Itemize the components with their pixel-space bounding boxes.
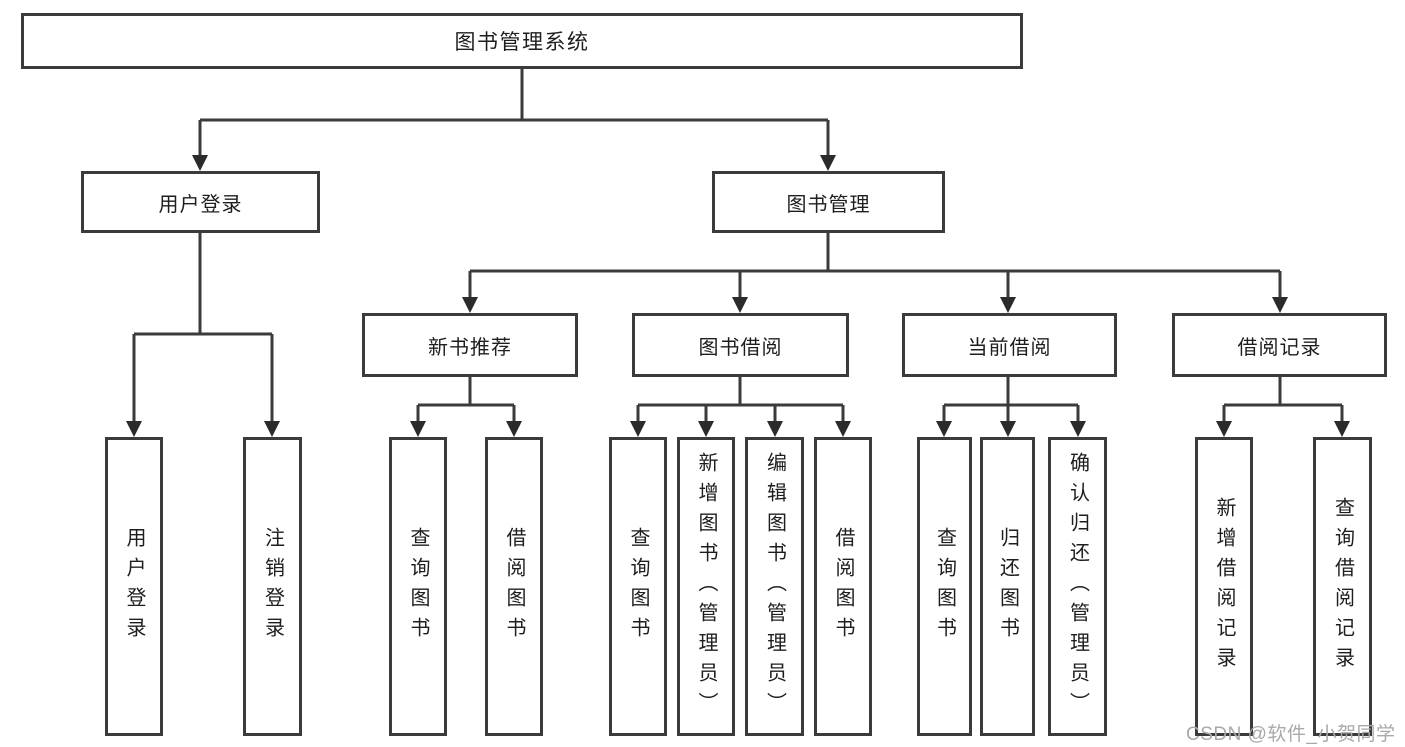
connector-line <box>1222 377 1344 424</box>
node-label: 借阅图书 <box>832 526 854 647</box>
arrowhead-down-icon <box>732 297 748 313</box>
leaf-user-login: 用户登录 <box>105 437 163 736</box>
connector-line <box>468 233 1282 300</box>
arrowhead-down-icon <box>126 421 142 437</box>
node-book-borrowing: 图书借阅 <box>632 313 849 377</box>
node-label: 借阅图书 <box>503 526 525 647</box>
node-label: 编辑图书（管理员） <box>763 451 786 722</box>
arrowhead-down-icon <box>264 421 280 437</box>
leaf-current-return-books: 归还图书 <box>980 437 1035 736</box>
arrowhead-down-icon <box>506 421 522 437</box>
leaf-current-confirm-return-admin: 确认归还（管理员） <box>1048 437 1107 736</box>
node-label: 查询图书 <box>627 526 649 647</box>
node-label: 图书管理 <box>786 193 871 216</box>
arrowhead-down-icon <box>936 421 952 437</box>
arrowhead-down-icon <box>410 421 426 437</box>
node-user-login: 用户登录 <box>81 171 320 233</box>
arrowhead-down-icon <box>462 297 478 313</box>
node-label: 当前借阅 <box>967 336 1052 359</box>
connector-line <box>942 377 1080 424</box>
leaf-borrow-borrow-books: 借阅图书 <box>814 437 872 736</box>
arrowhead-down-icon <box>1000 421 1016 437</box>
node-new-book-recommendation: 新书推荐 <box>362 313 578 377</box>
leaf-borrow-search-books: 查询图书 <box>609 437 667 736</box>
connector-line <box>198 69 830 158</box>
node-book-management: 图书管理 <box>712 171 945 233</box>
leaf-logout: 注销登录 <box>243 437 302 736</box>
arrowhead-down-icon <box>1000 297 1016 313</box>
arrowhead-down-icon <box>1216 421 1232 437</box>
node-label: 归还图书 <box>996 526 1019 647</box>
node-label: 注销登录 <box>261 526 284 647</box>
node-label: 借阅记录 <box>1237 336 1322 359</box>
arrowhead-down-icon <box>1070 421 1086 437</box>
connector-book-borrow-to-leaves <box>636 377 845 424</box>
arrowhead-down-icon <box>767 421 783 437</box>
leaf-current-search-books: 查询图书 <box>917 437 972 736</box>
leaf-recommend-borrow-books: 借阅图书 <box>485 437 543 736</box>
connector-line <box>636 377 845 424</box>
arrowhead-down-icon <box>630 421 646 437</box>
node-label: 用户登录 <box>123 526 145 647</box>
connector-new-book-to-leaves <box>416 377 516 424</box>
connector-root-to-level2 <box>198 69 830 158</box>
arrowhead-down-icon <box>1334 421 1350 437</box>
arrowhead-down-icon <box>835 421 851 437</box>
node-label: 查询图书 <box>933 526 956 647</box>
node-current-borrowing: 当前借阅 <box>902 313 1117 377</box>
node-label: 确认归还（管理员） <box>1066 451 1089 722</box>
node-label: 新增借阅记录 <box>1213 496 1235 677</box>
connector-line <box>416 377 516 424</box>
node-label: 查询图书 <box>407 526 429 647</box>
leaf-recommend-search-books: 查询图书 <box>389 437 447 736</box>
node-label: 图书借阅 <box>698 336 783 359</box>
leaf-records-add-record: 新增借阅记录 <box>1195 437 1253 736</box>
watermark: CSDN @软件_小贺同学 <box>1186 724 1396 745</box>
connector-book-management-to-level3 <box>468 233 1282 300</box>
connector-user-login-to-leaves <box>132 233 274 424</box>
node-label: 新增图书（管理员） <box>695 451 717 722</box>
leaf-records-search-record: 查询借阅记录 <box>1313 437 1372 736</box>
arrowhead-down-icon <box>698 421 714 437</box>
node-label: 查询借阅记录 <box>1331 496 1354 677</box>
arrowhead-down-icon <box>1272 297 1288 313</box>
leaf-borrow-add-books-admin: 新增图书（管理员） <box>677 437 735 736</box>
arrowhead-down-icon <box>820 155 836 171</box>
node-library-management-system: 图书管理系统 <box>21 13 1023 69</box>
leaf-borrow-edit-books-admin: 编辑图书（管理员） <box>745 437 804 736</box>
connector-line <box>132 233 274 424</box>
node-label: 图书管理系统 <box>454 31 590 54</box>
node-label: 用户登录 <box>158 193 243 216</box>
node-borrowing-records: 借阅记录 <box>1172 313 1387 377</box>
arrowhead-down-icon <box>192 155 208 171</box>
connector-current-borrow-to-leaves <box>942 377 1080 424</box>
connector-borrow-records-to-leaves <box>1222 377 1344 424</box>
node-label: 新书推荐 <box>428 336 512 359</box>
